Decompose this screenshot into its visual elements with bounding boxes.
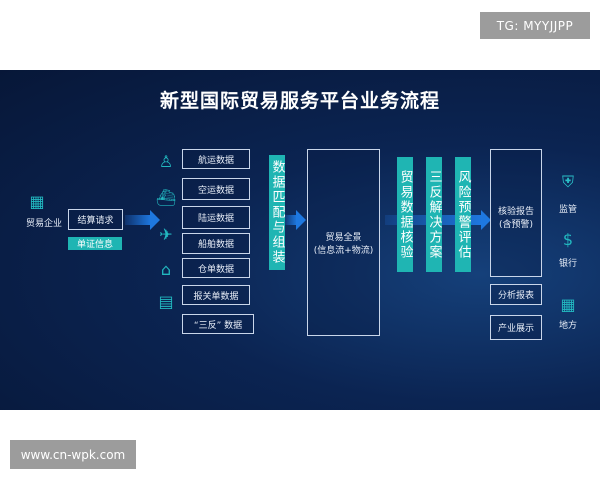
- warehouse-icon: ⌂: [160, 260, 172, 279]
- data-source-box: 空运数据: [182, 178, 250, 200]
- arrow-right-icon: [285, 210, 306, 230]
- arrow-right-icon: [125, 210, 160, 230]
- data-source-box: 陆运数据: [182, 206, 250, 229]
- captain-icon: ♙: [158, 152, 174, 171]
- analysis-report-box: 分析报表: [490, 284, 542, 305]
- settlement-request-box: 结算请求: [68, 209, 123, 230]
- recipient-label: 监管: [558, 205, 577, 215]
- industry-display-box: 产业展示: [490, 315, 542, 340]
- data-source-box: 仓单数据: [182, 258, 250, 278]
- enterprise-label: 贸易企业: [25, 219, 62, 229]
- report-subtitle: (含预警): [498, 220, 534, 230]
- building-icon: ▦: [560, 295, 576, 314]
- data-source-box: 报关单数据: [182, 285, 250, 305]
- verification-report-box: 核验报告 (含预警): [490, 149, 542, 277]
- diagram-title: 新型国际贸易服务平台业务流程: [159, 90, 440, 112]
- money-bag-icon: $: [562, 230, 574, 249]
- panorama-subtitle: (信息流+物流): [313, 245, 374, 256]
- data-source-box: “三反” 数据: [182, 314, 254, 334]
- data-source-box: 船舶数据: [182, 233, 250, 254]
- watermark-top: TG: MYYJJPP: [480, 12, 590, 39]
- clipboard-icon: ▤: [158, 292, 174, 311]
- recipient-label: 银行: [558, 259, 577, 269]
- diagram: 新型国际贸易服务平台业务流程 ▦ 贸易企业 结算请求 单证信息 ♙ ⛴ ✈ ⌂ …: [0, 70, 600, 410]
- recipient-label: 地方: [558, 321, 577, 331]
- ship-icon: ⛴: [155, 188, 177, 207]
- data-matching-bar: 数据匹配与组装: [269, 155, 285, 270]
- building-icon: ▦: [29, 192, 45, 211]
- step-bar: 贸易数据核验: [397, 157, 413, 272]
- document-info-box: 单证信息: [68, 237, 122, 250]
- step-bar: 三反解决方案: [426, 157, 442, 272]
- airplane-icon: ✈: [159, 225, 173, 244]
- shield-icon: ⛨: [561, 172, 574, 191]
- data-source-box: 航运数据: [182, 149, 250, 169]
- trade-panorama-box: 贸易全景 (信息流+物流): [307, 149, 380, 336]
- panorama-title: 贸易全景: [325, 232, 362, 243]
- watermark-bottom: www.cn-wpk.com: [10, 440, 136, 469]
- step-bar: 风险预警评估: [455, 157, 471, 272]
- report-title: 核验报告: [497, 207, 534, 217]
